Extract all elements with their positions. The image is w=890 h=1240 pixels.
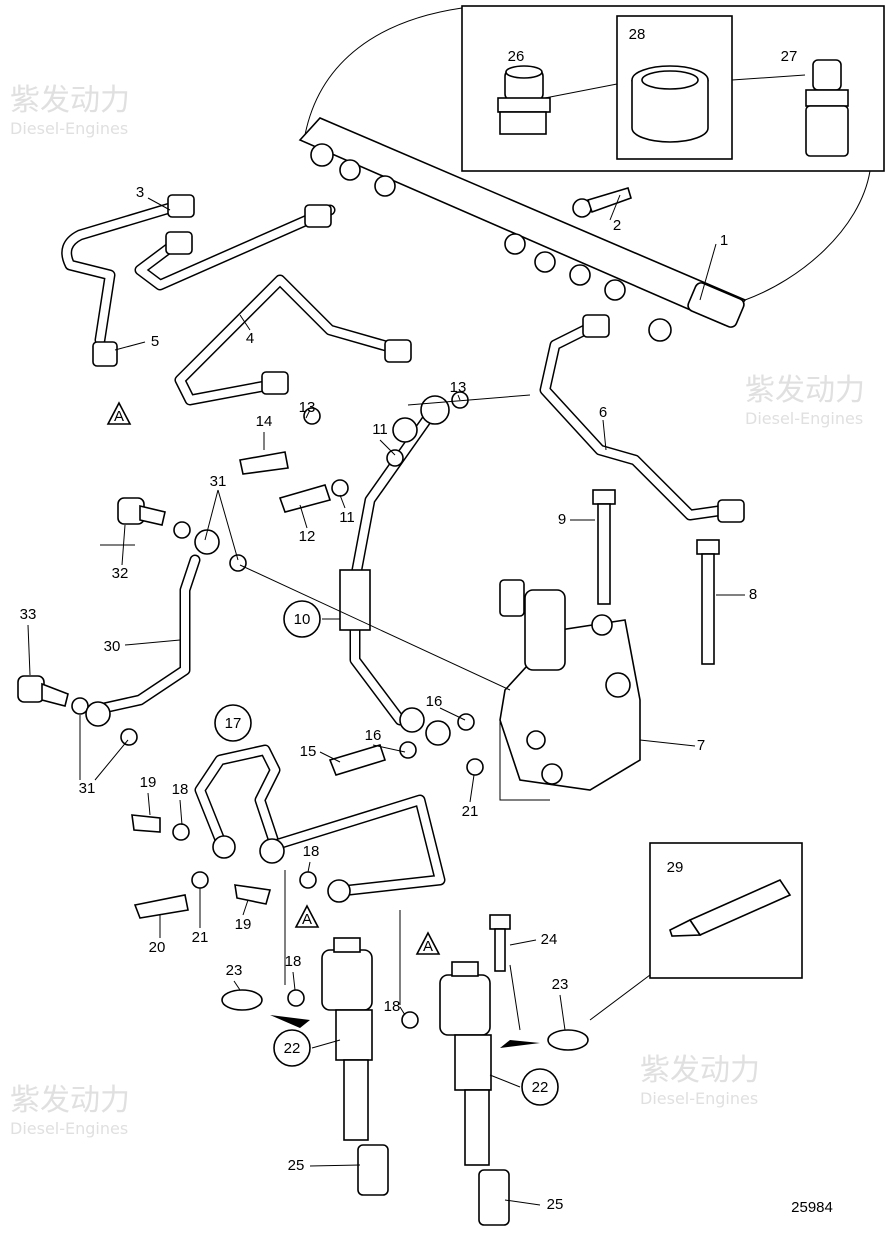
reference-marker-a: A A A (106, 401, 441, 955)
callout: 30 (104, 638, 121, 655)
callout-circle-10 (283, 600, 321, 638)
direction-arrows (270, 1015, 540, 1048)
callout-labels: 26 28 27 3 2 1 5 4 6 13 13 14 11 11 31 1… (20, 26, 798, 1213)
callout: 23 (552, 976, 569, 993)
callout: 17 (225, 715, 242, 732)
svg-text:紫发动力: 紫发动力 (745, 373, 865, 408)
svg-text:Diesel-Engines: Diesel-Engines (10, 1119, 128, 1138)
svg-text:A: A (423, 938, 433, 955)
callout: 15 (300, 743, 317, 760)
callout: 18 (384, 998, 401, 1015)
callout: 31 (210, 473, 227, 490)
callout: 32 (112, 565, 129, 582)
unit-injector-22-left (321, 937, 389, 1196)
callout: 11 (339, 509, 355, 526)
callout: 18 (172, 781, 189, 798)
callout: 22 (284, 1040, 301, 1057)
callout: 27 (781, 48, 798, 65)
svg-text:紫发动力: 紫发动力 (640, 1053, 760, 1088)
callout: 18 (285, 953, 302, 970)
callout: 33 (20, 606, 37, 623)
detail-inset-sensors (304, 5, 885, 301)
svg-text:Diesel-Engines: Diesel-Engines (745, 409, 863, 428)
filter-28 (631, 65, 709, 143)
callout: 10 (294, 611, 311, 628)
drawing-number: 25984 (791, 1199, 833, 1216)
callout: 20 (149, 939, 166, 956)
pipe-nuts (92, 194, 745, 523)
callout: 6 (599, 404, 607, 421)
unit-injector-22-right (439, 961, 510, 1226)
callout: 16 (365, 727, 382, 744)
svg-text:Diesel-Engines: Diesel-Engines (10, 119, 128, 138)
callout: 7 (697, 737, 705, 754)
callout: 13 (450, 379, 467, 396)
callout-circle-22b (521, 1068, 559, 1106)
callout: 18 (303, 843, 320, 860)
callout: 26 (508, 48, 525, 65)
callout: 11 (372, 421, 388, 438)
callout: 8 (749, 586, 757, 603)
callout: 2 (613, 217, 621, 234)
svg-text:A: A (302, 911, 312, 928)
svg-text:紫发动力: 紫发动力 (10, 1083, 130, 1118)
callout-circle-17 (214, 704, 252, 742)
svg-text:Diesel-Engines: Diesel-Engines (640, 1089, 758, 1108)
callout-circle-22 (273, 1029, 311, 1067)
callout: 12 (299, 528, 316, 545)
callout: 24 (541, 931, 558, 948)
svg-text:A: A (114, 408, 124, 425)
callout: 9 (558, 511, 566, 528)
callout: 23 (226, 962, 243, 979)
callout: 19 (140, 774, 157, 791)
callout: 13 (299, 399, 316, 416)
callout: 3 (136, 184, 144, 201)
pipes (61, 199, 731, 896)
callout: 19 (235, 916, 252, 933)
callout: 21 (462, 803, 479, 820)
callout: 29 (667, 859, 684, 876)
callout: 31 (79, 780, 96, 797)
pressure-sensor-27 (805, 59, 849, 157)
bolts-8-9 (489, 489, 720, 972)
svg-text:紫发动力: 紫发动力 (10, 83, 130, 118)
callout: 14 (256, 413, 273, 430)
callout: 25 (288, 1157, 305, 1174)
high-pressure-pump-7 (499, 579, 641, 791)
callout: 1 (720, 232, 728, 249)
callout: 4 (246, 330, 254, 347)
fittings-and-washers (17, 391, 589, 1051)
callout: 22 (532, 1079, 549, 1096)
pressure-relief-valve-26 (497, 65, 551, 135)
callout: 25 (547, 1196, 564, 1213)
callout: 5 (151, 333, 159, 350)
callout: 16 (426, 693, 443, 710)
leader-lines (27, 194, 745, 1206)
bolt-2 (572, 187, 632, 218)
callout: 28 (629, 26, 646, 43)
detail-inset-sealant-tube (589, 842, 803, 1021)
callout: 21 (192, 929, 209, 946)
